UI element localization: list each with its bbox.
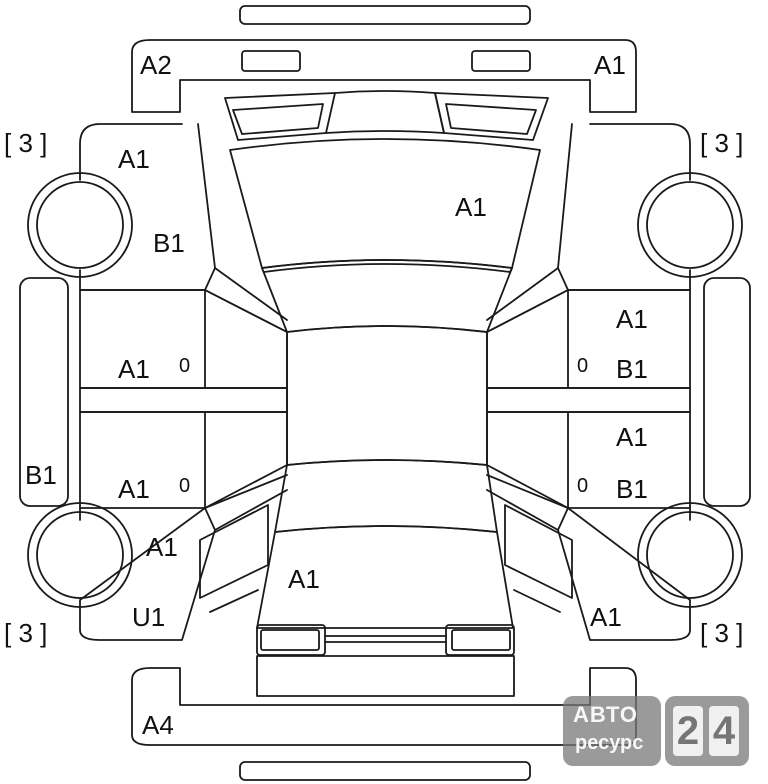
rear-bumper — [131, 667, 637, 746]
trunk-lid — [256, 525, 514, 629]
wheel-front-left — [27, 172, 133, 278]
headlight-right-inner — [445, 103, 537, 135]
right-sill-bar — [486, 387, 691, 413]
label-front-bumper: A2 — [140, 50, 172, 80]
left-front-door-window — [204, 289, 288, 389]
label-left-rear-quarter-u: U1 — [132, 602, 165, 632]
wheel-label-rear-left: [ 3 ] — [4, 618, 47, 648]
windshield — [261, 267, 513, 333]
grille — [325, 90, 445, 134]
front-bumper-slot-left — [241, 50, 301, 72]
label-left-rear-door: A1 — [118, 474, 150, 504]
taillight-right — [445, 624, 515, 656]
avtoresurs-watermark: АВТО ресурс 2 4 — [563, 696, 749, 766]
wheel-label-front-left: [ 3 ] — [4, 128, 47, 158]
top-bar — [239, 5, 531, 25]
label-left-front-door: A1 — [118, 354, 150, 384]
wheel-rear-right — [637, 502, 743, 608]
label-rear-bumper: A4 — [142, 710, 174, 740]
label-left-rear-quarter-a: A1 — [146, 532, 178, 562]
zero-mark-left-rear: 0 — [179, 475, 190, 497]
windshield-top — [261, 259, 513, 273]
headlight-right — [434, 92, 549, 141]
trunk-edge — [324, 635, 447, 643]
right-c-pillar — [486, 474, 569, 531]
right-quarter-trim — [513, 589, 561, 613]
label-right-rear-quarter: A1 — [590, 602, 622, 632]
label-right-front-door-b: B1 — [616, 354, 648, 384]
watermark-line2: ресурс — [575, 732, 644, 754]
right-quarter-window — [504, 504, 573, 599]
left-c-pillar — [204, 474, 288, 531]
rear-window — [274, 459, 498, 533]
zero-mark-right-rear: 0 — [577, 475, 588, 497]
watermark-digit-1: 2 — [673, 706, 703, 756]
right-rear-quarter — [557, 507, 691, 641]
bottom-bar — [239, 761, 531, 781]
label-right-rear-door-b: B1 — [616, 474, 648, 504]
front-bumper-slot-right — [471, 50, 531, 72]
left-quarter-trim — [209, 589, 259, 613]
label-right-rear-door-a: A1 — [616, 422, 648, 452]
rear-panel — [256, 655, 515, 697]
watermark-digit-2: 4 — [709, 706, 739, 756]
left-rear-quarter — [79, 507, 216, 641]
label-trunk: A1 — [288, 564, 320, 594]
label-hood: A1 — [455, 192, 487, 222]
zero-mark-left-front: 0 — [179, 355, 190, 377]
left-rear-door-window — [204, 411, 288, 509]
right-front-door-window — [486, 289, 569, 389]
left-sill-bar — [79, 387, 288, 413]
right-rear-door-window — [486, 411, 569, 509]
hood-panel — [229, 138, 541, 269]
wheel-front-right — [637, 172, 743, 278]
right-sill-strip — [703, 277, 751, 507]
headlight-left-inner — [232, 103, 324, 135]
watermark-text-box: АВТО ресурс — [563, 696, 661, 766]
left-sill-strip — [19, 277, 69, 507]
wheel-label-rear-right: [ 3 ] — [700, 618, 743, 648]
taillight-left — [256, 624, 326, 656]
taillight-right-inner — [451, 629, 511, 651]
label-front-right: A1 — [594, 50, 626, 80]
right-front-fender — [557, 123, 691, 291]
label-left-front-fender: B1 — [153, 228, 185, 258]
watermark-number-box: 2 4 — [665, 696, 749, 766]
wheel-label-front-right: [ 3 ] — [700, 128, 743, 158]
label-right-front-door-a: A1 — [616, 304, 648, 334]
left-quarter-window — [199, 504, 269, 599]
roof — [286, 325, 488, 466]
label-left-sill: B1 — [25, 460, 57, 490]
zero-mark-right-front: 0 — [577, 355, 588, 377]
label-left-front-fender-top: A1 — [118, 144, 150, 174]
taillight-left-inner — [260, 629, 320, 651]
wheel-rear-left — [27, 502, 133, 608]
front-bumper — [131, 39, 637, 113]
watermark-line1: АВТО — [573, 702, 638, 727]
